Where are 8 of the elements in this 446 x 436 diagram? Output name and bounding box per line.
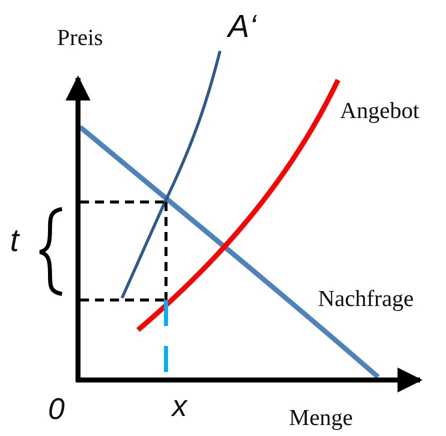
axis-label: Menge — [289, 406, 353, 429]
origin-label: 0 — [48, 395, 65, 425]
tax-label: t — [10, 224, 19, 256]
curve-label: Nachfrage — [318, 287, 414, 310]
quantity-label: x — [172, 392, 187, 422]
axis-label: Preis — [57, 26, 103, 49]
curve-label: Angebot — [340, 99, 420, 122]
curve-label: A‘ — [228, 10, 256, 42]
